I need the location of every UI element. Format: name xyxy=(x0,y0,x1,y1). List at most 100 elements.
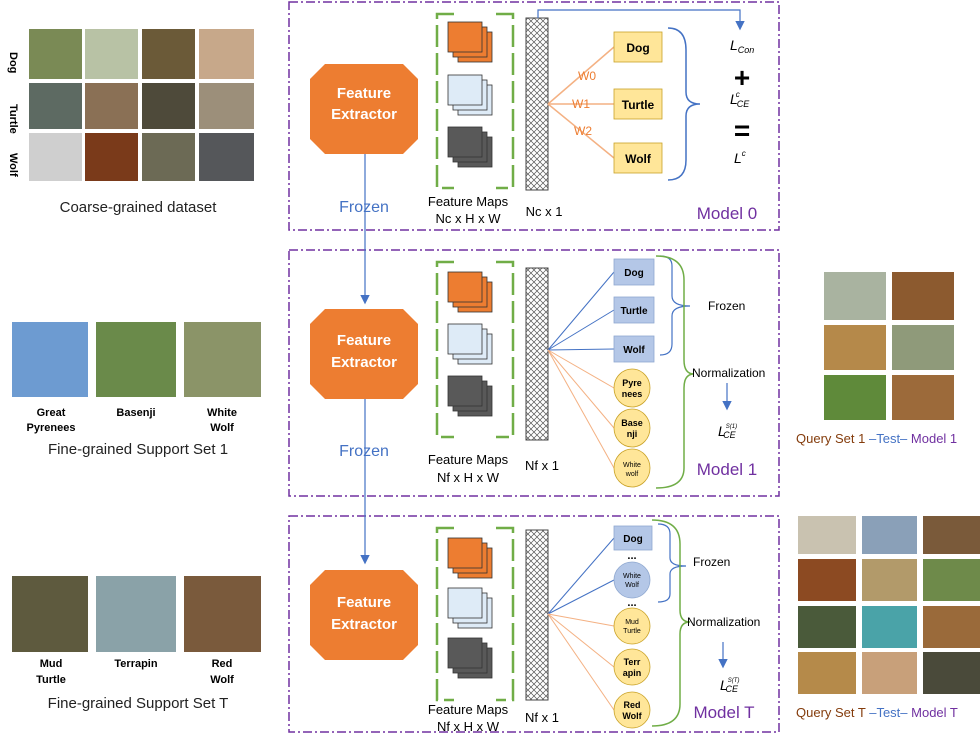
class-wolf-1-label: Wolf xyxy=(623,345,645,356)
model1-title: Model 1 xyxy=(697,460,757,479)
class-turtle-1-label: Turtle xyxy=(620,306,647,317)
pyre: Pyre xyxy=(622,378,642,388)
feature-vector-1 xyxy=(525,267,549,441)
modelT-box xyxy=(288,515,780,733)
feT-line1: Feature xyxy=(337,594,391,611)
feature-extractor-t xyxy=(310,570,418,660)
class-dog-1-label: Dog xyxy=(624,268,643,279)
photo-turtle-1 xyxy=(29,83,82,129)
label-wolf: Wolf xyxy=(210,422,234,434)
nees: nees xyxy=(622,389,643,399)
vec0-label: Nc x 1 xyxy=(526,204,563,219)
frozen-label-1: Frozen xyxy=(339,443,389,460)
lce-sup: c xyxy=(736,90,740,99)
loss1-sup: S(1) xyxy=(726,424,737,430)
fe0-line2: Extractor xyxy=(331,106,397,123)
row-label-turtle: Turtle xyxy=(7,104,19,134)
coarse-caption: Coarse-grained dataset xyxy=(60,199,218,216)
feature-extractor-0 xyxy=(310,64,418,154)
class-turtle-0 xyxy=(613,88,663,120)
frozen-text-t: Frozen xyxy=(693,555,730,569)
class-redwolf-t xyxy=(613,691,651,729)
qT-set-label: Query Set T xyxy=(796,705,866,720)
class-turtle-0-label: Turtle xyxy=(622,98,655,112)
equals-sign: = xyxy=(734,115,750,146)
normalization-t: Normalization xyxy=(687,615,760,629)
label-white: White xyxy=(207,407,237,419)
model1: Feature Extractor Feature Maps Nf x H x … xyxy=(310,255,765,489)
svg-text:Query Set T –Test– Model T: Query Set T –Test– Model T xyxy=(796,705,958,720)
feature-maps-0 xyxy=(435,12,515,190)
photo-dog-4 xyxy=(199,29,254,79)
feature-extractor-1 xyxy=(310,309,418,399)
support1-caption: Fine-grained Support Set 1 xyxy=(48,441,228,458)
q1-photo-3 xyxy=(824,325,886,370)
class-wolf-1 xyxy=(613,335,655,363)
label-red: Red xyxy=(212,658,233,670)
wolfT: Wolf xyxy=(625,582,639,589)
svg-text:LCon: LCon xyxy=(730,37,754,55)
q1-model: Model 1 xyxy=(911,431,957,446)
label-pyrenees: Pyrenees xyxy=(27,422,76,434)
label-basenji: Basenji xyxy=(116,407,155,419)
model0-title: Model 0 xyxy=(697,204,757,223)
model1-box xyxy=(288,249,780,497)
photo-dog-1 xyxy=(29,29,82,79)
q1-photo-5 xyxy=(824,375,886,420)
photo-basenji xyxy=(96,322,176,397)
class-dog-0 xyxy=(613,31,663,63)
feature-vector-t xyxy=(525,529,549,701)
apin: apin xyxy=(623,668,642,678)
photo-turtle-3 xyxy=(142,83,195,129)
w2: W2 xyxy=(574,124,592,138)
row-label-wolf: Wolf xyxy=(7,153,19,177)
coarse-dataset: Dog Turtle Wolf Coarse-grained dataset xyxy=(7,29,254,216)
fm1-dims: Nf x H x W xyxy=(437,470,500,485)
loss-1: LS(1)CE xyxy=(718,423,737,440)
terr: Terr xyxy=(624,657,641,667)
label-red-wolf-2: Wolf xyxy=(210,674,234,686)
vec1-label: Nf x 1 xyxy=(525,458,559,473)
base: Base xyxy=(621,418,643,428)
class-basenji-1 xyxy=(613,408,651,448)
qT-test: –Test– xyxy=(866,705,912,720)
qT-photo-9 xyxy=(923,606,980,648)
plus-sign: + xyxy=(734,62,750,93)
qT-photo-10 xyxy=(798,652,856,694)
support-set-t: Mud Turtle Terrapin Red Wolf Fine-graine… xyxy=(12,576,261,712)
lcon-sub: Con xyxy=(738,45,755,55)
fe1-line2: Extractor xyxy=(331,354,397,371)
fe0-line1: Feature xyxy=(337,85,391,102)
row-label-dog: Dog xyxy=(7,52,19,73)
svg-text:Query Set 1 –Test– Model 1: Query Set 1 –Test– Model 1 xyxy=(796,431,957,446)
fe1-line1: Feature xyxy=(337,332,391,349)
qT-photo-11 xyxy=(862,652,917,694)
feature-vector-0 xyxy=(525,17,549,191)
fm1-title: Feature Maps xyxy=(428,452,509,467)
frozen-text-1: Frozen xyxy=(708,299,745,313)
photo-great-pyrenees xyxy=(12,322,88,397)
class-turtle-1 xyxy=(613,296,655,324)
lcon-l: L xyxy=(730,37,738,53)
fmT-title: Feature Maps xyxy=(428,702,509,717)
qT-photo-1 xyxy=(798,516,856,554)
lce-sub: CE xyxy=(737,99,750,109)
class-whitewolf-1 xyxy=(613,448,651,488)
feature-maps-t xyxy=(435,526,515,702)
class-wolf-0 xyxy=(613,142,663,174)
q1-set-label: Query Set 1 xyxy=(796,431,865,446)
photo-wolf-2 xyxy=(85,133,138,181)
nji: nji xyxy=(627,429,638,439)
q1-photo-1 xyxy=(824,272,886,320)
query-set-1: Query Set 1 –Test– Model 1 xyxy=(796,272,957,446)
class-dog-1 xyxy=(613,258,655,286)
whiteT: White xyxy=(623,573,641,580)
query-set-t: Query Set T –Test– Model T xyxy=(796,516,980,720)
lce-l: L xyxy=(730,91,738,107)
q1-photo-6 xyxy=(892,375,954,420)
qT-photo-5 xyxy=(862,559,917,601)
ellipsis-1: ... xyxy=(627,550,636,562)
label-mud: Mud xyxy=(40,658,63,670)
qT-photo-4 xyxy=(798,559,856,601)
